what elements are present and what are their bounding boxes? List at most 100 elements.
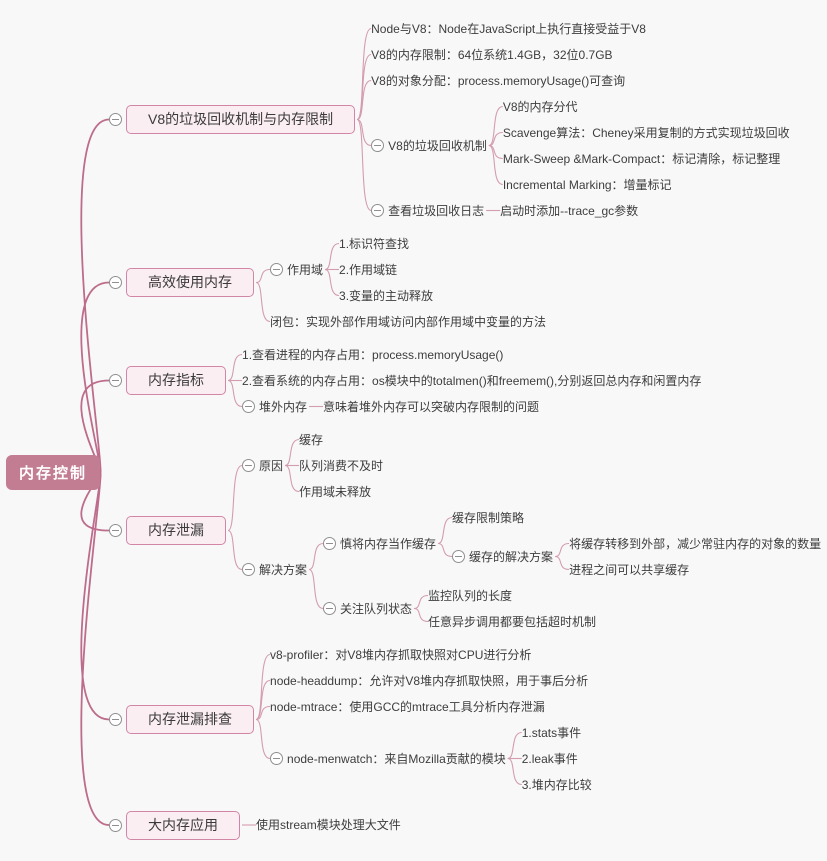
mindmap-topic-node[interactable]: 2.leak事件	[521, 751, 578, 766]
mindmap-branch: 1.查看进程的内存占用：process.memoryUsage()	[242, 348, 701, 362]
mindmap-branch: Incremental Marking：增量标记	[503, 178, 790, 192]
mindmap-topic-node[interactable]: 意味着堆外内存可以突破内存限制的问题	[323, 399, 540, 414]
collapse-minus-icon[interactable]	[270, 752, 284, 765]
collapse-minus-icon[interactable]	[109, 713, 123, 726]
mindmap-branch-node[interactable]: 内存泄漏排查	[126, 705, 255, 734]
collapse-minus-icon[interactable]	[109, 818, 123, 832]
mindmap-branch-node[interactable]: V8的垃圾回收机制与内存限制	[126, 105, 356, 134]
mindmap-branch: 监控队列的长度	[428, 589, 596, 603]
mindmap-topic-node[interactable]: 作用域未释放	[299, 484, 372, 499]
mindmap-branch: 作用域未释放	[299, 485, 383, 499]
mindmap-topic-node[interactable]: 原因	[259, 458, 284, 473]
mindmap-nodecell: 2.查看系统的内存占用：os模块中的totalmen()和freemem(),分…	[242, 374, 701, 388]
mindmap-topic-node[interactable]: V8的内存分代	[502, 99, 578, 114]
mindmap-topic-node[interactable]: node-menwatch：来自Mozilla贡献的模块	[287, 751, 506, 766]
mindmap-branch: 内存控制 V8的垃圾回收机制与内存限制 Node与V8：Node在JavaScrip…	[6, 22, 821, 840]
mindmap-topic-node[interactable]: 1.stats事件	[521, 725, 582, 740]
mindmap-nodecell: node-mtrace：使用GCC的mtrace工具分析内存泄漏	[270, 700, 545, 714]
mindmap-topic-node[interactable]: 启动时添加--trace_gc参数	[500, 203, 639, 218]
node-children-group: 启动时添加--trace_gc参数	[500, 204, 638, 218]
collapse-minus-icon[interactable]	[109, 524, 123, 537]
mindmap-nodecell: 堆外内存	[242, 400, 307, 414]
mindmap-topic-node[interactable]: v8-profiler：对V8堆内存抓取快照对CPU进行分析	[270, 647, 532, 662]
collapse-minus-icon[interactable]	[270, 263, 284, 276]
mindmap-nodecell: 内存指标	[109, 366, 227, 395]
mindmap-nodecell: 解决方案	[242, 563, 307, 577]
mindmap-nodecell: 1.标识符查找	[339, 237, 409, 251]
mindmap-branch-node[interactable]: 内存泄漏	[126, 516, 227, 545]
mindmap-nodecell: Incremental Marking：增量标记	[503, 178, 672, 192]
mindmap-branch: 使用stream模块处理大文件	[256, 818, 401, 832]
collapse-minus-icon[interactable]	[242, 459, 256, 472]
mindmap-topic-node[interactable]: 关注队列状态	[340, 601, 413, 616]
mindmap-branch: V8的内存分代	[503, 100, 790, 114]
node-children-group: V8的垃圾回收机制与内存限制 Node与V8：Node在JavaScript上执行…	[109, 22, 821, 840]
collapse-minus-icon[interactable]	[109, 276, 123, 289]
mindmap-topic-node[interactable]: 2.查看系统的内存占用：os模块中的totalmen()和freemem(),分…	[242, 373, 702, 388]
mindmap-nodecell: 1.stats事件	[522, 726, 581, 740]
mindmap-topic-node[interactable]: 监控队列的长度	[428, 588, 513, 603]
mindmap-topic-node[interactable]: node-mtrace：使用GCC的mtrace工具分析内存泄漏	[270, 699, 545, 714]
mindmap-topic-node[interactable]: V8的对象分配：process.memoryUsage()可查询	[371, 73, 626, 88]
mindmap-branch: 缓存	[299, 433, 383, 447]
collapse-minus-icon[interactable]	[242, 563, 256, 576]
mindmap-topic-node[interactable]: 2.作用域链	[339, 262, 398, 277]
mindmap-branch: 3.堆内存比较	[522, 778, 592, 792]
mindmap-topic-node[interactable]: V8的内存限制：64位系统1.4GB，32位0.7GB	[371, 47, 613, 62]
mindmap-topic-node[interactable]: 队列消费不及时	[299, 458, 384, 473]
mindmap-topic-node[interactable]: 作用域	[287, 262, 324, 277]
collapse-minus-icon[interactable]	[109, 374, 123, 387]
mindmap-topic-node[interactable]: 缓存的解决方案	[469, 549, 554, 564]
mindmap-topic-node[interactable]: 缓存	[299, 432, 324, 447]
mindmap-topic-node[interactable]: 堆外内存	[259, 399, 308, 414]
mindmap-branch: 堆外内存 意味着堆外内存可以突破内存限制的问题	[242, 400, 701, 414]
mindmap-branch: 原因缓存队列消费不及时作用域未释放	[242, 433, 821, 499]
mindmap-branch: 2.作用域链	[339, 263, 433, 277]
collapse-minus-icon[interactable]	[371, 139, 385, 152]
mindmap-topic-node[interactable]: Mark-Sweep &Mark-Compact：标记清除，标记整理	[502, 151, 781, 166]
mindmap-topic-node[interactable]: 进程之间可以共享缓存	[569, 562, 690, 577]
mindmap-nodecell: 意味着堆外内存可以突破内存限制的问题	[323, 400, 539, 414]
collapse-minus-icon[interactable]	[242, 400, 256, 413]
mindmap-nodecell: 内存泄漏	[109, 516, 227, 545]
mindmap-topic-node[interactable]: 3.变量的主动释放	[339, 288, 434, 303]
collapse-minus-icon[interactable]	[323, 602, 337, 615]
mindmap-topic-node[interactable]: 闭包：实现外部作用域访问内部作用域中变量的方法	[270, 314, 547, 329]
collapse-minus-icon[interactable]	[371, 204, 385, 217]
node-children-group: 监控队列的长度任意异步调用都要包括超时机制	[428, 589, 596, 629]
mindmap-nodecell: 使用stream模块处理大文件	[256, 818, 401, 832]
mindmap-topic-node[interactable]: 将缓存转移到外部，减少常驻内存的对象的数量	[569, 536, 822, 551]
mindmap-branch: 大内存应用 使用stream模块处理大文件	[109, 810, 821, 840]
collapse-minus-icon[interactable]	[323, 537, 337, 550]
mindmap-branch: 作用域 1.标识符查找 2.作用域链 3.变量的主动释放	[270, 237, 546, 303]
mindmap-topic-node[interactable]: V8的垃圾回收机制	[388, 138, 487, 153]
mindmap-topic-node[interactable]: 1.标识符查找	[339, 236, 410, 251]
mindmap-topic-node[interactable]: Node与V8：Node在JavaScript上执行直接受益于V8	[371, 21, 646, 36]
mindmap-topic-node[interactable]: 解决方案	[259, 562, 308, 577]
mindmap-branch: 队列消费不及时	[299, 459, 383, 473]
mindmap-topic-node[interactable]: 缓存限制策略	[452, 510, 525, 525]
collapse-minus-icon[interactable]	[452, 550, 466, 563]
mindmap-branch: 解决方案 慎将内存当作缓存缓存限制策略缓存的解决方案 将缓存转移到外部，减少常驻内存…	[242, 511, 821, 629]
mindmap-tree: 内存控制 V8的垃圾回收机制与内存限制 Node与V8：Node在JavaScrip…	[6, 0, 821, 861]
mindmap-topic-node[interactable]: Incremental Marking：增量标记	[502, 177, 672, 192]
mindmap-topic-node[interactable]: node-headdump：允许对V8堆内存抓取快照，用于事后分析	[270, 673, 589, 688]
mindmap-branch: 内存泄漏原因缓存队列消费不及时作用域未释放解决方案慎将内存当作缓存缓存限制策略缓…	[109, 433, 821, 629]
mindmap-branch-node[interactable]: 大内存应用	[126, 810, 241, 840]
mindmap-topic-node[interactable]: 查看垃圾回收日志	[388, 203, 485, 218]
mindmap-branch-node[interactable]: 高效使用内存	[126, 268, 255, 297]
mindmap-branch: 将缓存转移到外部，减少常驻内存的对象的数量	[569, 537, 821, 551]
mindmap-topic-node[interactable]: 1.查看进程的内存占用：process.memoryUsage()	[242, 347, 504, 362]
mindmap-branch-node[interactable]: 内存指标	[126, 366, 227, 395]
collapse-minus-icon[interactable]	[109, 113, 123, 126]
mindmap-topic-node[interactable]: 3.堆内存比较	[521, 777, 592, 792]
mindmap-topic-node[interactable]: 使用stream模块处理大文件	[256, 818, 401, 832]
mindmap-branch: 2.leak事件	[522, 752, 592, 766]
mindmap-topic-node[interactable]: Scavenge算法：Cheney采用复制的方式实现垃圾回收	[502, 125, 790, 140]
mindmap-branch: 进程之间可以共享缓存	[569, 563, 821, 577]
mindmap-topic-node[interactable]: 任意异步调用都要包括超时机制	[428, 614, 597, 629]
mindmap-topic-node[interactable]: 慎将内存当作缓存	[340, 536, 437, 551]
mindmap-root-node[interactable]: 内存控制	[6, 455, 101, 490]
